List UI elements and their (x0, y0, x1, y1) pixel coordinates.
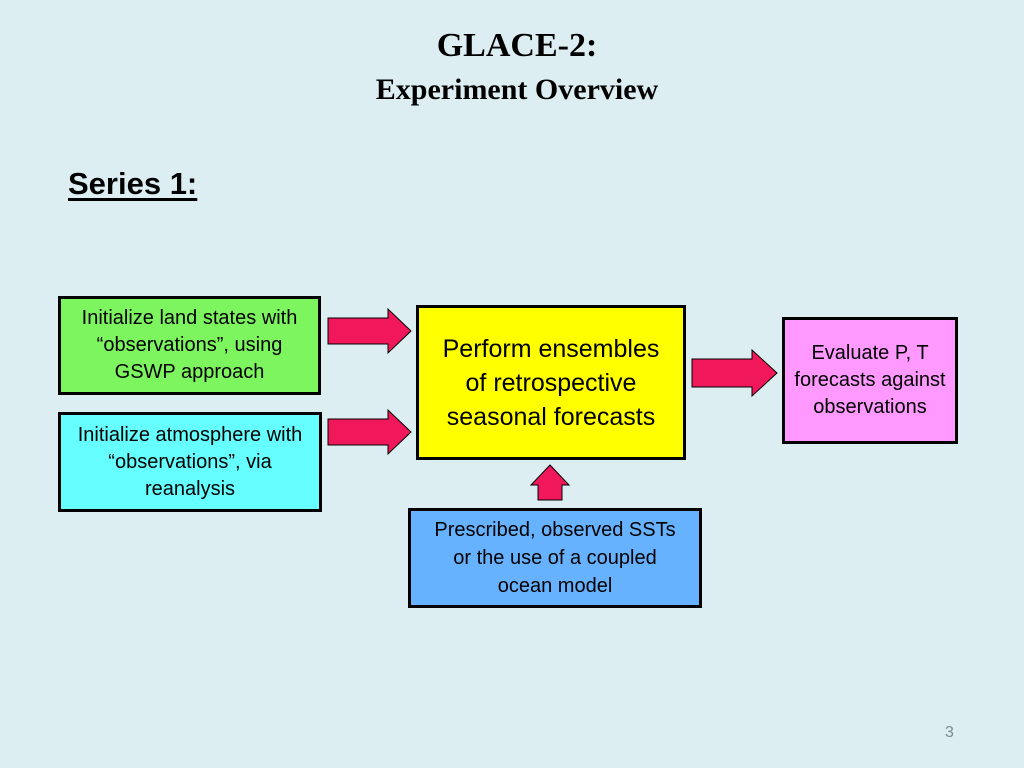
evaluate-box: Evaluate P, T forecasts against observat… (782, 317, 958, 444)
title-line-2: Experiment Overview (375, 73, 659, 106)
ocean-sst-text: Prescribed, observed SSTs or the use of … (434, 519, 676, 597)
forecast-ensembles-box: Perform ensembles of retrospective seaso… (416, 305, 686, 460)
slide-title: GLACE-2: Experiment Overview (0, 24, 1024, 112)
ocean-sst-box: Prescribed, observed SSTs or the use of … (408, 508, 702, 608)
series-label: Series 1: (68, 166, 198, 201)
forecast-ensembles-text: Perform ensembles of retrospective seaso… (442, 334, 660, 431)
init-atmosphere-text: Initialize atmosphere with “observations… (77, 423, 303, 500)
arrow-forecast-to-evaluate (691, 348, 778, 398)
title-line-1: GLACE-2: (436, 27, 598, 64)
init-land-text: Initialize land states with “observation… (81, 307, 298, 383)
evaluate-text: Evaluate P, T forecasts against observat… (794, 342, 946, 418)
arrow-land-to-forecast (327, 307, 412, 355)
arrow-ocean-to-forecast (529, 464, 571, 501)
init-land-box: Initialize land states with “observation… (58, 296, 321, 395)
arrow-atmosphere-to-forecast (327, 408, 412, 456)
page-number: 3 (945, 724, 954, 741)
init-atmosphere-box: Initialize atmosphere with “observations… (58, 412, 322, 512)
